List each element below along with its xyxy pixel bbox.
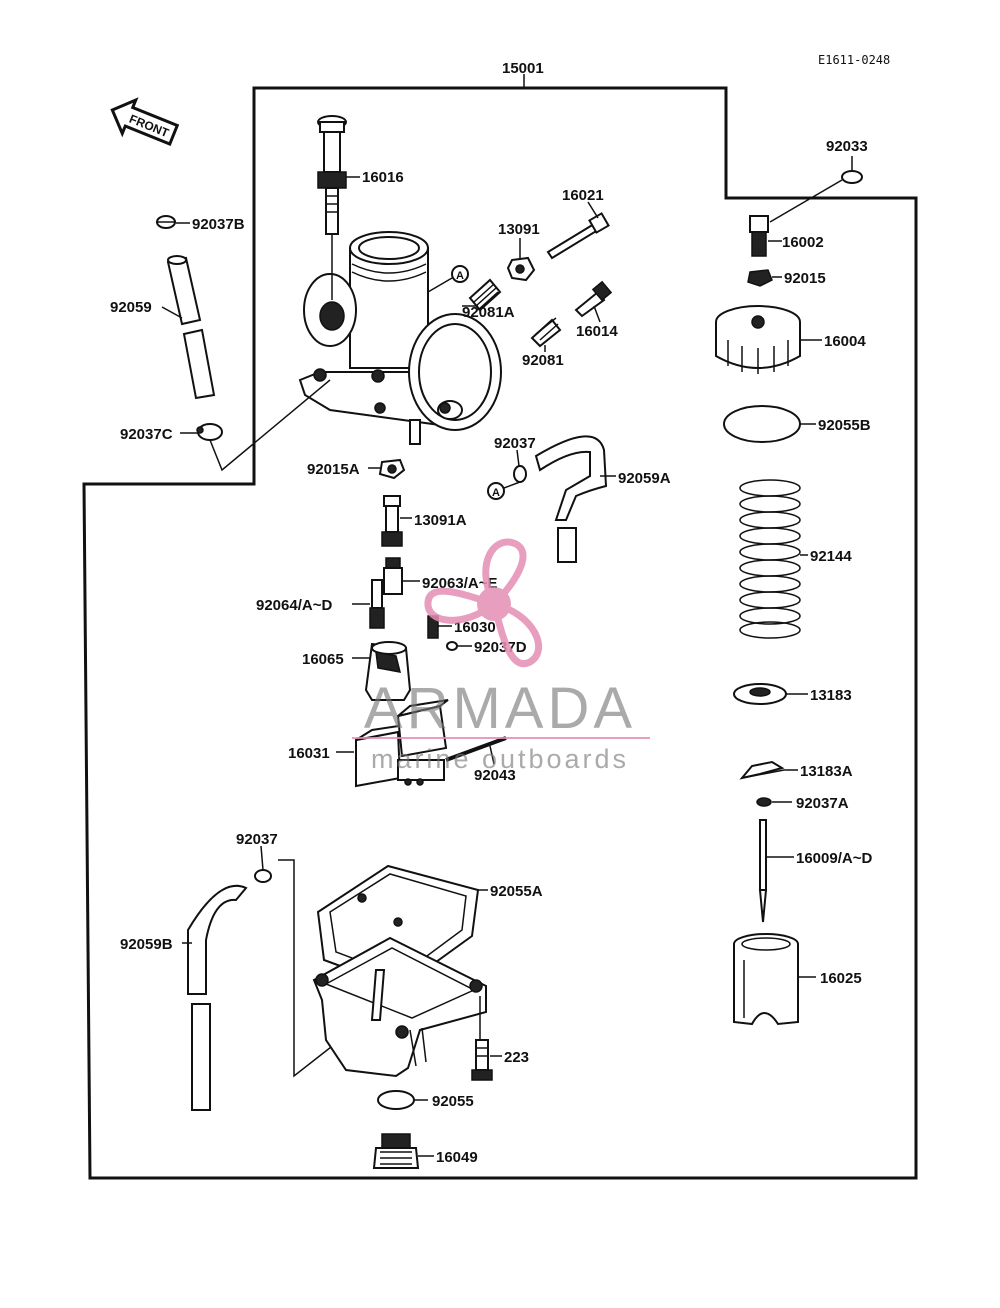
part-16014-shape xyxy=(574,280,613,318)
part-13091-shape xyxy=(506,256,536,282)
part-label: 92081A xyxy=(462,304,515,321)
part-92037b-shape xyxy=(156,215,176,229)
part-label: 92037 xyxy=(236,831,278,848)
part-label: 16049 xyxy=(436,1149,478,1166)
part-label: 92033 xyxy=(826,138,868,155)
part-label: 92037D xyxy=(474,639,527,656)
part-13183-shape xyxy=(733,683,787,705)
part-label: 16016 xyxy=(362,169,404,186)
part-13091a-shape xyxy=(381,495,403,547)
part-16002-shape xyxy=(749,215,769,257)
drawing-code: E1611-0248 xyxy=(818,53,890,67)
part-92043-shape xyxy=(445,736,507,762)
part-92037d-shape xyxy=(446,641,458,651)
part-92037c-shape xyxy=(196,423,223,441)
part-label: 16030 xyxy=(454,619,496,636)
svg-text:A: A xyxy=(492,487,500,499)
part-label: 16004 xyxy=(824,333,866,350)
part-16025-shape xyxy=(733,933,799,1026)
part-label: 92037C xyxy=(120,426,173,443)
part-16031-shape xyxy=(355,699,449,788)
part-label: 16021 xyxy=(562,187,604,204)
part-label: 13183A xyxy=(800,763,853,780)
part-16021-shape xyxy=(546,212,610,260)
part-label: 92059 xyxy=(110,299,152,316)
part-92063-shape xyxy=(383,557,403,595)
part-label: 92055B xyxy=(818,417,871,434)
part-label: 16025 xyxy=(820,970,862,987)
part-92015a-shape xyxy=(378,458,406,480)
part-16016-shape xyxy=(317,115,347,235)
part-label: 15001 xyxy=(502,60,544,77)
part-label: 92055 xyxy=(432,1093,474,1110)
part-label: 92144 xyxy=(810,548,852,565)
part-92055b-shape xyxy=(723,405,801,443)
part-label: 92015A xyxy=(307,461,360,478)
part-16004-shape xyxy=(715,305,801,374)
part-label: 92037A xyxy=(796,795,849,812)
part-92081-shape xyxy=(530,317,562,348)
assembly-frame xyxy=(82,86,918,1180)
part-label: 16031 xyxy=(288,745,330,762)
part-label: 92059A xyxy=(618,470,671,487)
part-label: 13091 xyxy=(498,221,540,238)
part-92037-lower-shape xyxy=(254,869,272,883)
part-13183a-shape xyxy=(739,760,785,780)
part-label: 92015 xyxy=(784,270,826,287)
part-label: 13183 xyxy=(810,687,852,704)
part-label: 92037 xyxy=(494,435,536,452)
svg-text:A: A xyxy=(456,270,464,282)
ref-marker-a-bottom: A xyxy=(487,482,505,500)
part-92037a-shape xyxy=(756,797,772,807)
part-16009-shape xyxy=(758,819,768,923)
part-label: 16009/A~D xyxy=(796,850,872,867)
part-label: 16065 xyxy=(302,651,344,668)
armada-watermark: ARMADA marine outboards xyxy=(352,538,650,774)
part-92015-shape xyxy=(747,269,773,287)
part-label: 92059B xyxy=(120,936,173,953)
part-92059-shape xyxy=(166,255,216,400)
part-223-shape xyxy=(471,1039,493,1081)
watermark-tagline: marine outboards xyxy=(371,744,629,774)
float-bowl xyxy=(312,936,487,1078)
part-label: 92055A xyxy=(490,883,543,900)
part-label: 223 xyxy=(504,1049,529,1066)
part-92059a-shape xyxy=(534,435,608,563)
part-92059b-shape xyxy=(187,884,248,1111)
part-label: 16002 xyxy=(782,234,824,251)
front-arrow-icon: FRONT xyxy=(110,97,180,146)
part-92055-shape xyxy=(377,1090,415,1110)
part-16049-shape xyxy=(372,1133,420,1169)
part-label: 92043 xyxy=(474,767,516,784)
part-92064-shape xyxy=(369,579,385,629)
part-92037-upper-shape xyxy=(513,465,527,483)
propeller-logo-icon xyxy=(424,538,543,668)
part-label: 92064/A~D xyxy=(256,597,332,614)
ref-marker-a-top: A xyxy=(451,265,469,283)
part-label: 16014 xyxy=(576,323,618,340)
watermark-brand: ARMADA xyxy=(364,676,636,741)
part-16065-shape xyxy=(364,641,412,701)
part-label: 92063/A~E xyxy=(422,575,497,592)
part-92144-shape xyxy=(739,479,801,639)
part-label: 92037B xyxy=(192,216,245,233)
carburetor-body xyxy=(298,231,502,445)
part-label: 13091A xyxy=(414,512,467,529)
part-label: 92081 xyxy=(522,352,564,369)
part-labels: 15001 16016 92037B 92059 92037C 13091 16021 920… xyxy=(110,60,872,1166)
part-92033-shape xyxy=(841,170,863,184)
